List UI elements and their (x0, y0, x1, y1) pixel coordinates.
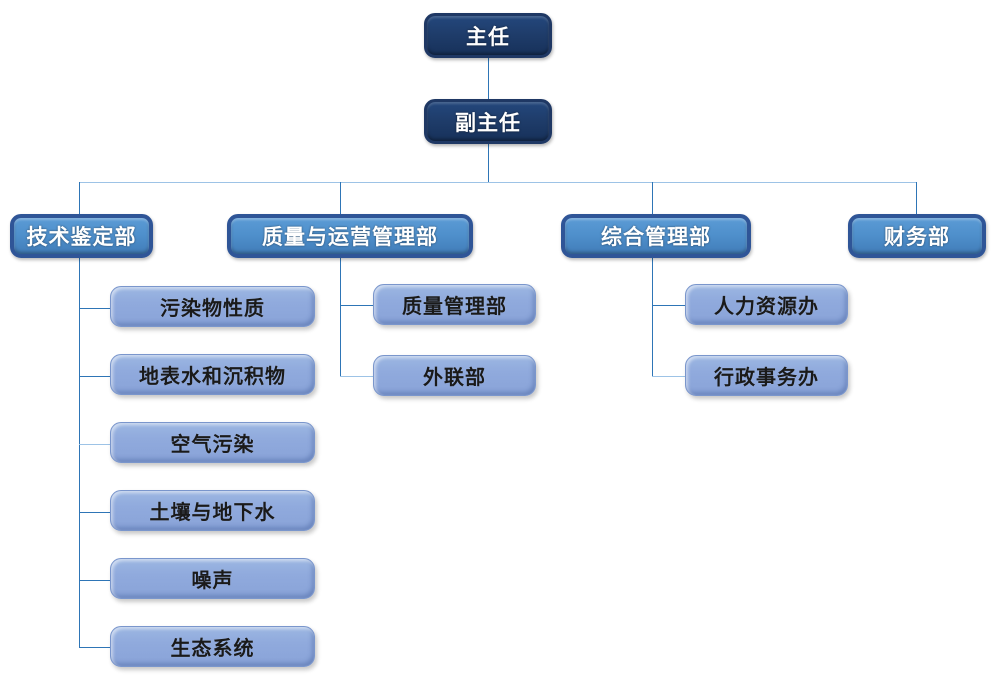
connector-general-trunk (652, 257, 653, 377)
connector-director-to-deputy (488, 57, 489, 101)
node-tech-child-surface-water-sediment[interactable]: 地表水和沉积物 (110, 354, 315, 395)
node-director[interactable]: 主任 (424, 13, 552, 58)
node-general-child-human-resources[interactable]: 人力资源办 (685, 284, 848, 325)
connector-quality-branch-1 (340, 305, 373, 306)
connector-tech-trunk (79, 257, 80, 647)
connector-tech-branch-3 (79, 444, 110, 445)
connector-bus-to-tech (79, 182, 80, 215)
node-quality-child-external-liaison[interactable]: 外联部 (373, 355, 536, 396)
connector-bus-left (79, 182, 488, 183)
connector-tech-branch-1 (79, 308, 110, 309)
connector-tech-branch-4 (79, 512, 110, 513)
connector-general-branch-1 (652, 305, 685, 306)
connector-deputy-to-bus (488, 143, 489, 182)
node-deputy-director[interactable]: 副主任 (424, 99, 552, 144)
connector-quality-trunk (340, 257, 341, 377)
connector-bus-to-quality (340, 182, 341, 215)
connector-bus-right (488, 182, 917, 183)
node-tech-child-noise[interactable]: 噪声 (110, 558, 315, 599)
node-tech-child-air-pollution[interactable]: 空气污染 (110, 422, 315, 463)
connector-bus-to-finance (916, 182, 917, 215)
node-tech-child-soil-groundwater[interactable]: 土壤与地下水 (110, 490, 315, 531)
node-tech-child-pollutant-properties[interactable]: 污染物性质 (110, 286, 315, 327)
connector-tech-branch-2 (79, 376, 110, 377)
node-department-finance[interactable]: 财务部 (848, 214, 986, 258)
node-department-general[interactable]: 综合管理部 (561, 214, 751, 258)
connector-quality-branch-2 (340, 376, 373, 377)
connector-general-branch-2 (652, 376, 685, 377)
node-department-quality[interactable]: 质量与运营管理部 (227, 214, 473, 258)
node-quality-child-quality-management[interactable]: 质量管理部 (373, 284, 536, 325)
node-general-child-administration[interactable]: 行政事务办 (685, 355, 848, 396)
connector-tech-branch-5 (79, 580, 110, 581)
node-department-tech[interactable]: 技术鉴定部 (10, 214, 153, 258)
connector-bus-to-general (652, 182, 653, 215)
connector-tech-branch-6 (79, 647, 110, 648)
node-tech-child-ecosystem[interactable]: 生态系统 (110, 626, 315, 667)
